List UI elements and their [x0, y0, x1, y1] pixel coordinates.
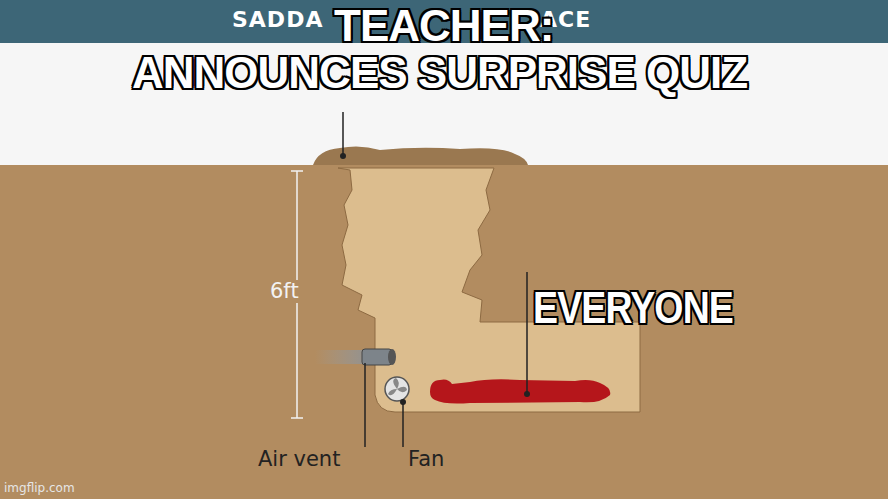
leader-dot: [400, 399, 406, 405]
ground: [0, 165, 888, 499]
fan-symbol: [385, 377, 409, 401]
lying-figure: [430, 379, 610, 403]
dimension-tick: [291, 170, 303, 172]
dimension-label: 6ft: [268, 280, 301, 303]
air-vent-pipe: [362, 349, 392, 365]
header-title-fragment: SADDA: [232, 8, 323, 32]
sky-band: [0, 43, 888, 166]
rubble-mound: [313, 146, 528, 165]
leader-line: [364, 363, 366, 447]
part-label: Fan: [408, 448, 444, 471]
part-label: Air vent: [258, 448, 340, 471]
fan-blades: [388, 378, 407, 395]
leader-line: [526, 272, 528, 394]
air-vent-opening: [388, 349, 396, 365]
meme-caption: ANNOUNCES SURPRISE QUIZ: [132, 49, 747, 97]
meme-caption: TEACHER:: [334, 2, 553, 50]
watermark: imgflip.com: [4, 482, 75, 495]
dimension-tick: [291, 417, 303, 419]
leader-dot: [524, 391, 530, 397]
leader-line: [342, 112, 344, 156]
meme-caption: EVERYONE: [533, 284, 733, 332]
leader-dot: [340, 153, 346, 159]
leader-line: [402, 402, 404, 447]
